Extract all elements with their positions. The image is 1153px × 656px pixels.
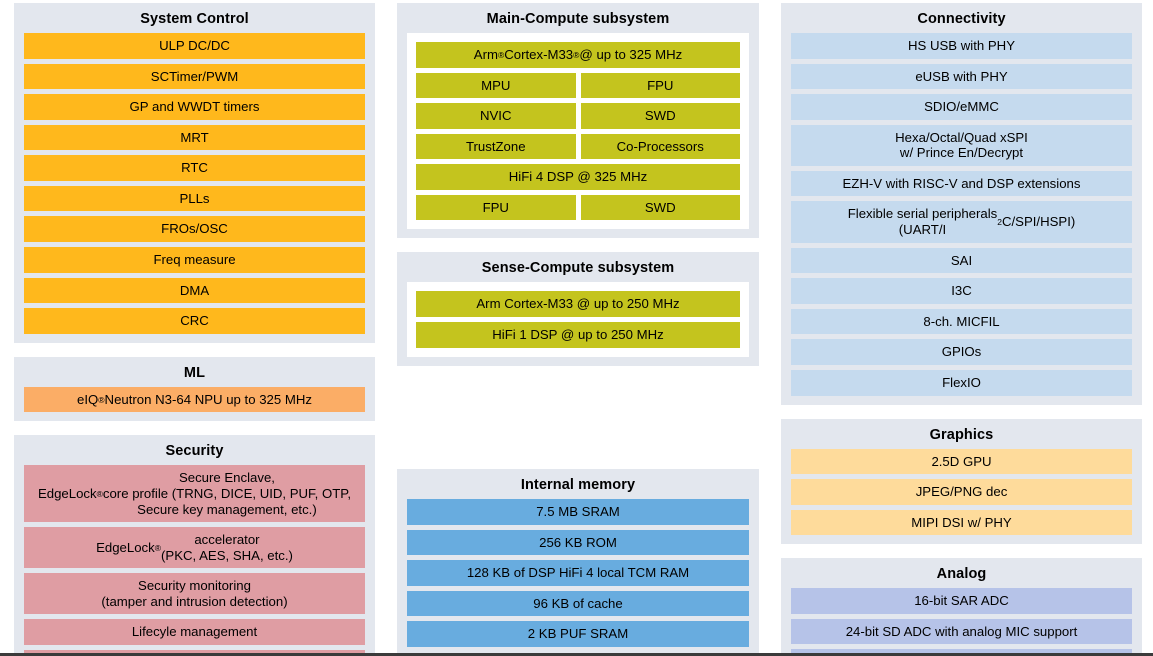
block-eusb-phy[interactable]: eUSB with PHY xyxy=(791,63,1132,90)
panel-main-compute-subsystem: Main-Compute subsystem Arm® Cortex-M33® … xyxy=(397,3,759,239)
column-left: System Control ULP DC/DC SCTimer/PWM GP … xyxy=(14,3,375,656)
block-arm-cortex-m33-325[interactable]: Arm® Cortex-M33® @ up to 325 MHz xyxy=(416,42,740,68)
panel-graphics: Graphics 2.5D GPU JPEG/PNG dec MIPI DSI … xyxy=(781,418,1142,545)
block-list-system-control: ULP DC/DC SCTimer/PWM GP and WWDT timers… xyxy=(24,33,365,334)
block-co-processors[interactable]: Co-Processors xyxy=(580,133,740,160)
inner-frame-sense-compute: Arm Cortex-M33 @ up to 250 MHz HiFi 1 DS… xyxy=(407,282,749,357)
panel-ml: ML eIQ® Neutron N3-64 NPU up to 325 MHz xyxy=(14,356,375,422)
block-edgelock-accelerator[interactable]: EdgeLock® accelerator(PKC, AES, SHA, etc… xyxy=(24,527,365,569)
block-jpeg-png-dec[interactable]: JPEG/PNG dec xyxy=(791,479,1132,505)
block-trustzone[interactable]: TrustZone xyxy=(416,133,576,160)
block-hs-usb-phy[interactable]: HS USB with PHY xyxy=(791,33,1132,59)
block-24bit-sd-adc[interactable]: 24-bit SD ADC with analog MIC support xyxy=(791,618,1132,645)
block-freq-measure[interactable]: Freq measure xyxy=(24,247,365,273)
column-center: Main-Compute subsystem Arm® Cortex-M33® … xyxy=(397,3,759,656)
block-nvic[interactable]: NVIC xyxy=(416,103,576,129)
panel-title-sense-compute: Sense-Compute subsystem xyxy=(481,260,675,277)
block-mipi-dsi-phy[interactable]: MIPI DSI w/ PHY xyxy=(791,509,1132,536)
block-flexio[interactable]: FlexIO xyxy=(791,369,1132,396)
block-micfil[interactable]: 8-ch. MICFIL xyxy=(791,308,1132,335)
block-sctimer-pwm[interactable]: SCTimer/PWM xyxy=(24,63,365,90)
panel-title-graphics: Graphics xyxy=(929,426,994,443)
panel-title-internal-memory: Internal memory xyxy=(520,477,636,494)
block-hifi1-dsp-250[interactable]: HiFi 1 DSP @ up to 250 MHz xyxy=(416,322,740,348)
block-swd-main[interactable]: SWD xyxy=(580,103,740,129)
block-swd-dsp[interactable]: SWD xyxy=(580,194,740,221)
block-dma[interactable]: DMA xyxy=(24,277,365,304)
panel-title-analog: Analog xyxy=(936,566,987,583)
block-sdio-emmc[interactable]: SDIO/eMMC xyxy=(791,94,1132,120)
inner-frame-main-compute: Arm® Cortex-M33® @ up to 325 MHz MPU FPU… xyxy=(407,33,749,230)
block-row-trustzone-coprocessors: TrustZone Co-Processors xyxy=(416,133,740,160)
block-gpios[interactable]: GPIOs xyxy=(791,339,1132,365)
block-sram-7-5mb[interactable]: 7.5 MB SRAM xyxy=(407,499,749,525)
panel-internal-memory: Internal memory 7.5 MB SRAM 256 KB ROM 1… xyxy=(397,469,759,656)
block-cache-96kb[interactable]: 96 KB of cache xyxy=(407,590,749,617)
block-rom-256kb[interactable]: 256 KB ROM xyxy=(407,529,749,556)
block-arm-cortex-m33-250[interactable]: Arm Cortex-M33 @ up to 250 MHz xyxy=(416,291,740,318)
block-rtc[interactable]: RTC xyxy=(24,155,365,181)
block-16bit-sar-adc[interactable]: 16-bit SAR ADC xyxy=(791,588,1132,614)
page-bottom-rule xyxy=(0,653,1153,656)
block-mrt[interactable]: MRT xyxy=(24,124,365,151)
panel-system-control: System Control ULP DC/DC SCTimer/PWM GP … xyxy=(14,3,375,343)
center-column-spacer xyxy=(397,380,759,455)
block-list-graphics: 2.5D GPU JPEG/PNG dec MIPI DSI w/ PHY xyxy=(791,448,1132,536)
block-fpu-dsp[interactable]: FPU xyxy=(416,194,576,221)
block-2-5d-gpu[interactable]: 2.5D GPU xyxy=(791,448,1132,475)
block-ulp-dcdc[interactable]: ULP DC/DC xyxy=(24,33,365,59)
block-fros-osc[interactable]: FROs/OSC xyxy=(24,216,365,243)
panel-title-ml: ML xyxy=(183,364,206,381)
block-list-internal-memory: 7.5 MB SRAM 256 KB ROM 128 KB of DSP HiF… xyxy=(407,499,749,647)
block-list-connectivity: HS USB with PHY eUSB with PHY SDIO/eMMC … xyxy=(791,33,1132,396)
block-list-security: EdgeLock® Secure Enclave,core profile (T… xyxy=(24,465,365,656)
panel-title-connectivity: Connectivity xyxy=(917,11,1006,27)
block-list-ml: eIQ® Neutron N3-64 NPU up to 325 MHz xyxy=(24,386,365,413)
column-right: Connectivity HS USB with PHY eUSB with P… xyxy=(781,3,1142,656)
panel-title-security: Security xyxy=(165,443,224,460)
block-i3c[interactable]: I3C xyxy=(791,278,1132,304)
block-row-nvic-swd: NVIC SWD xyxy=(416,103,740,129)
panel-title-system-control: System Control xyxy=(140,11,249,27)
panel-title-main-compute: Main-Compute subsystem xyxy=(486,11,670,27)
block-mpu[interactable]: MPU xyxy=(416,72,576,99)
block-sai[interactable]: SAI xyxy=(791,247,1132,274)
block-gp-wwdt-timers[interactable]: GP and WWDT timers xyxy=(24,94,365,120)
panel-sense-compute-subsystem: Sense-Compute subsystem Arm Cortex-M33 @… xyxy=(397,252,759,366)
block-row-fpu-swd-dsp: FPU SWD xyxy=(416,194,740,221)
block-lifecyle-management[interactable]: Lifecyle management xyxy=(24,619,365,645)
panel-security: Security EdgeLock® Secure Enclave,core p… xyxy=(14,435,375,656)
block-crc[interactable]: CRC xyxy=(24,308,365,334)
panel-connectivity: Connectivity HS USB with PHY eUSB with P… xyxy=(781,3,1142,405)
block-puf-sram-2kb[interactable]: 2 KB PUF SRAM xyxy=(407,621,749,647)
block-dsp-tcm-ram-128kb[interactable]: 128 KB of DSP HiFi 4 local TCM RAM xyxy=(407,560,749,586)
block-edgelock-secure-enclave[interactable]: EdgeLock® Secure Enclave,core profile (T… xyxy=(24,465,365,523)
block-fpu-main[interactable]: FPU xyxy=(580,72,740,99)
block-hifi4-dsp-325[interactable]: HiFi 4 DSP @ 325 MHz xyxy=(416,164,740,190)
block-ezh-v-riscv[interactable]: EZH-V with RISC-V and DSP extensions xyxy=(791,170,1132,197)
block-eiq-neutron-npu[interactable]: eIQ® Neutron N3-64 NPU up to 325 MHz xyxy=(24,386,365,413)
block-list-analog: 16-bit SAR ADC 24-bit SD ADC with analog… xyxy=(791,588,1132,656)
panel-analog: Analog 16-bit SAR ADC 24-bit SD ADC with… xyxy=(781,558,1142,656)
block-security-monitoring[interactable]: Security monitoring(tamper and intrusion… xyxy=(24,573,365,615)
block-plls[interactable]: PLLs xyxy=(24,185,365,212)
block-row-mpu-fpu: MPU FPU xyxy=(416,72,740,99)
